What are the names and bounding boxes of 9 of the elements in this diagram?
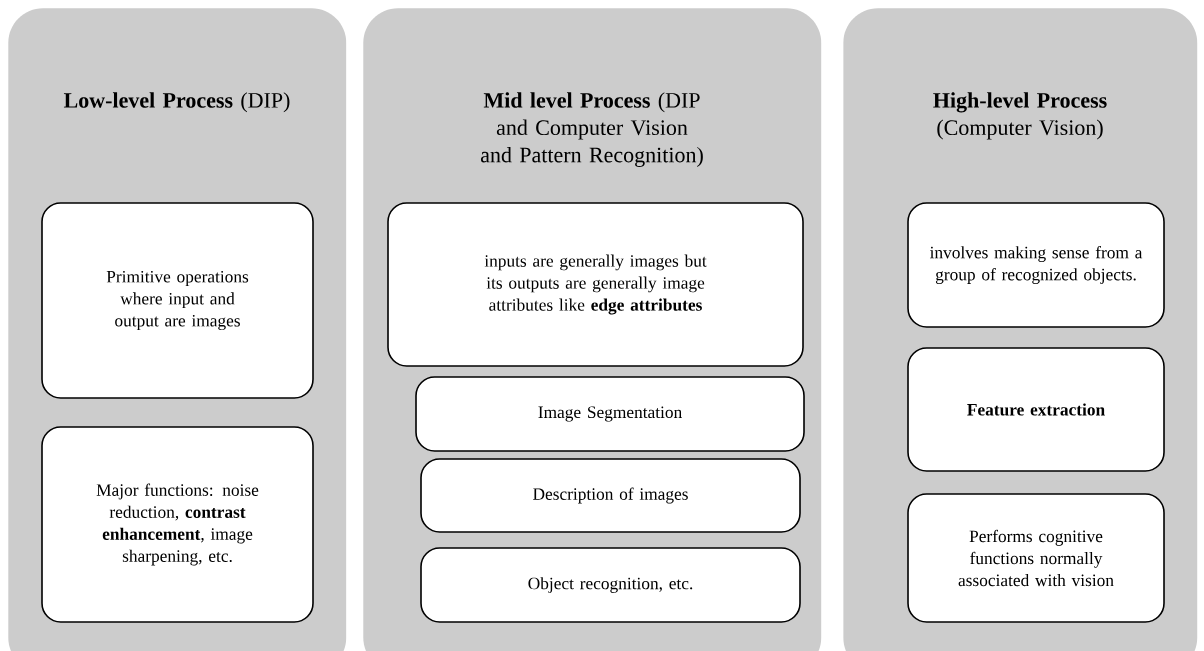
text-box: Description of images <box>420 458 801 533</box>
text-box: Major functions: noise reduction, contrast enhancement, image sharpening, etc. <box>41 426 314 623</box>
text-box: inputs are generally images but its outputs are generally image attributes like edge attributes <box>387 202 804 367</box>
text-box: Performs cognitive functions normally associated with vision <box>907 493 1165 623</box>
text-box: Primitive operations where input and output are images <box>41 202 314 399</box>
text-box: Feature extraction <box>907 347 1165 472</box>
text-box: Image Segmentation <box>415 376 805 452</box>
text-box: involves making sense from a group of recognized objects. <box>907 202 1165 328</box>
text-box: Object recognition, etc. <box>420 547 801 623</box>
